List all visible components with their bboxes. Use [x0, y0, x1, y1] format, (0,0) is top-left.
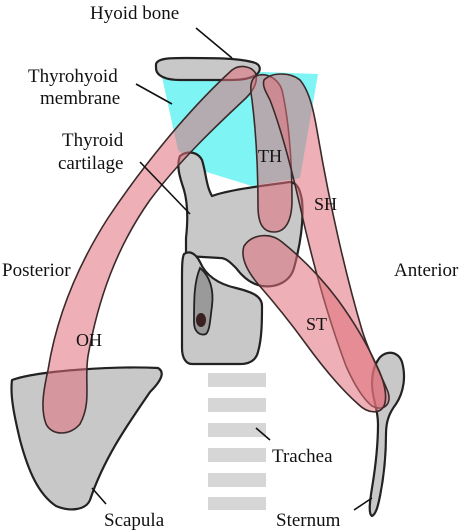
leader-scapula — [91, 487, 107, 505]
trachea-ring — [208, 423, 266, 437]
leader-trachea — [255, 427, 271, 441]
trachea-ring — [208, 373, 266, 387]
leader-thyrohyoid-membrane — [135, 83, 173, 105]
leader-thyroid-cartilage — [139, 161, 191, 215]
label-sternum: Sternum — [276, 510, 341, 531]
sternohyoid-muscle — [262, 73, 390, 409]
label-thyroid-cartilage-line2: cartilage — [58, 153, 123, 174]
trachea-ring — [208, 398, 266, 412]
label-thyrohyoid-membrane-line2: membrane — [40, 88, 120, 109]
cricoid-dot — [196, 313, 206, 327]
trachea-ring — [208, 448, 266, 462]
leader-sternum — [353, 497, 373, 511]
label-sternohyoid-abbrev: SH — [314, 194, 337, 214]
sternothyroid-muscle — [242, 234, 387, 413]
label-thyrohyoid-membrane-line1: Thyrohyoid — [28, 66, 118, 87]
omohyoid-muscle — [42, 65, 258, 434]
label-thyroid-cartilage-line1: Thyroid — [62, 130, 124, 151]
label-sternothyroid-abbrev: ST — [306, 314, 327, 334]
trachea-ring — [208, 473, 266, 487]
trachea — [208, 373, 266, 510]
label-trachea: Trachea — [272, 446, 333, 467]
leader-hyoid-bone — [195, 27, 233, 59]
label-scapula: Scapula — [104, 510, 165, 531]
trachea-ring — [208, 497, 266, 510]
label-posterior: Posterior — [2, 260, 71, 281]
label-anterior: Anterior — [394, 260, 459, 281]
label-thyrohyoid-abbrev: TH — [258, 146, 282, 166]
label-omohyoid-abbrev: OH — [76, 330, 102, 350]
label-hyoid-bone: Hyoid bone — [90, 3, 179, 24]
